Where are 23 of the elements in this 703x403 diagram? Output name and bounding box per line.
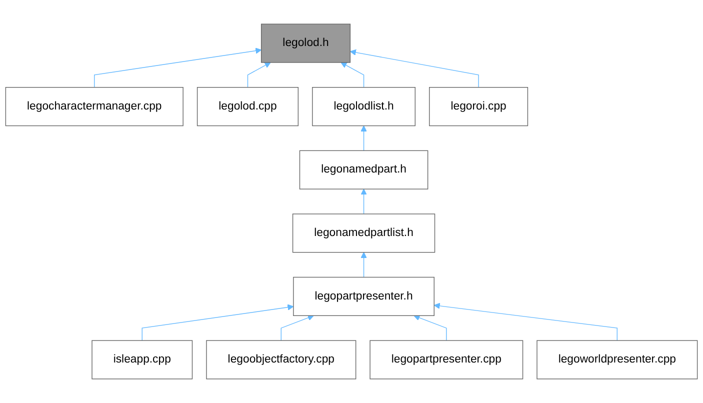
arrow	[94, 48, 262, 88]
node-box: legonamedpart.h	[299, 150, 428, 190]
node-box: legoobjectfactory.cpp	[206, 340, 356, 380]
arrow	[360, 252, 367, 278]
arrow	[360, 188, 367, 214]
arrow	[280, 314, 314, 341]
node-box: isleapp.cpp	[92, 340, 193, 380]
node-box: legopartpresenter.h	[293, 276, 434, 316]
arrow	[414, 314, 447, 341]
arrow	[360, 125, 367, 151]
arrow	[142, 304, 294, 341]
node-box: legolodlist.h	[312, 87, 416, 126]
node-box: legolod.cpp	[196, 87, 299, 126]
node-box: legoworldpresenter.cpp	[536, 340, 698, 380]
node-box: legonamedpartlist.h	[292, 214, 436, 253]
node-box: legolod.h	[260, 24, 351, 63]
node-box: legopartpresenter.cpp	[370, 340, 524, 380]
arrow	[350, 49, 479, 88]
arrow	[340, 62, 364, 88]
arrow	[247, 62, 271, 88]
node-box: legocharactermanager.cpp	[5, 87, 184, 126]
node-box: legoroi.cpp	[429, 87, 528, 126]
arrow	[434, 302, 618, 341]
